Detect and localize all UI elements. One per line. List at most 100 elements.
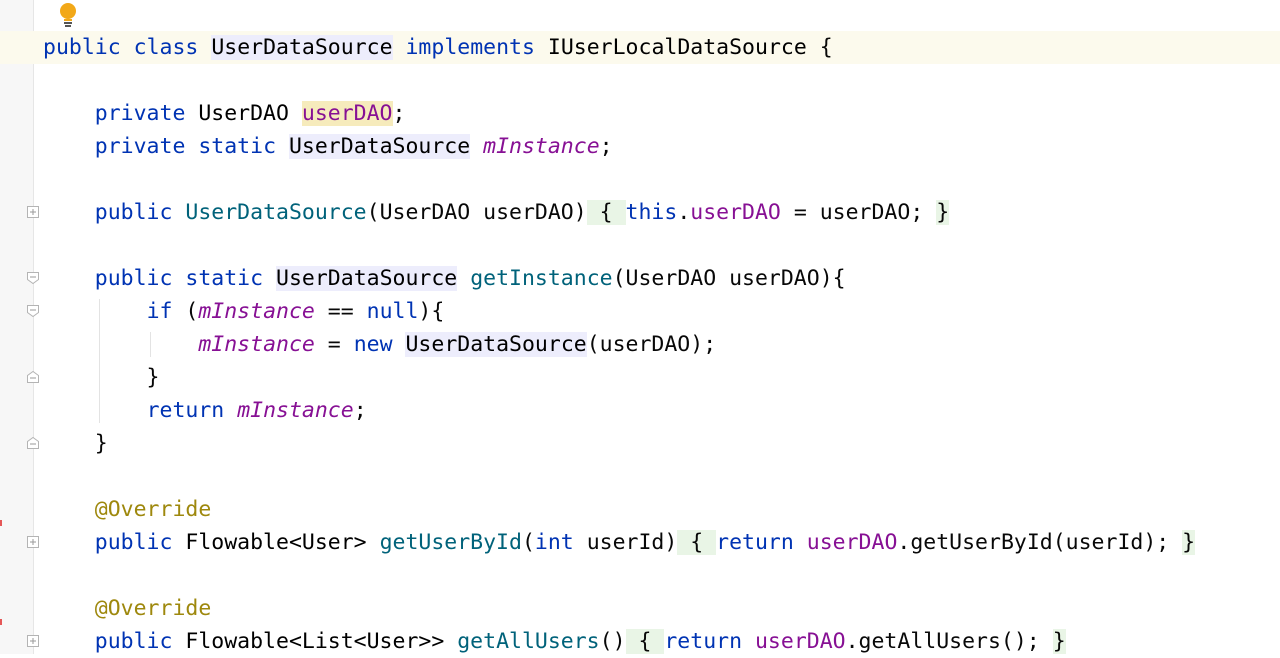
code-line[interactable]: } — [0, 361, 1280, 394]
code-token: mInstance — [198, 299, 315, 324]
code-token: IUserLocalDataSource — [547, 35, 807, 60]
code-token: public — [43, 35, 121, 60]
code-token — [43, 101, 95, 126]
editor-gutter[interactable] — [0, 0, 34, 654]
code-line[interactable] — [0, 64, 1280, 97]
code-token: if — [146, 299, 173, 324]
code-line[interactable] — [0, 559, 1280, 592]
code-token: .getAllUsers(); — [845, 629, 1053, 654]
code-token: @Override — [94, 497, 212, 522]
code-token: return — [664, 629, 743, 654]
code-token: { — [806, 35, 833, 60]
code-token — [276, 134, 289, 159]
code-token: @Override — [94, 596, 212, 621]
code-token — [470, 134, 483, 159]
code-line-text: @Override — [43, 592, 212, 625]
code-token: userDAO — [806, 530, 898, 555]
fold-collapsed-icon[interactable] — [27, 536, 39, 548]
code-token: public — [94, 629, 173, 654]
code-token — [43, 200, 95, 225]
code-line-text: } — [43, 427, 108, 460]
code-line[interactable]: public UserDataSource(UserDAO userDAO) {… — [0, 196, 1280, 229]
code-token: ; — [392, 101, 406, 126]
lightbulb-icon[interactable] — [59, 2, 77, 28]
code-token — [43, 266, 95, 291]
code-token: ){ — [418, 299, 445, 324]
code-line[interactable]: if (mInstance == null){ — [0, 295, 1280, 328]
code-token: public — [94, 200, 173, 225]
code-token: () — [599, 629, 626, 654]
code-token — [794, 530, 807, 555]
code-token: this — [625, 200, 678, 225]
code-line[interactable] — [0, 460, 1280, 493]
code-token: UserDataSource — [288, 134, 471, 159]
code-line[interactable] — [0, 163, 1280, 196]
code-line[interactable]: public static UserDataSource getInstance… — [0, 262, 1280, 295]
code-token: Flowable<User> — [172, 530, 380, 555]
code-token: mInstance — [237, 398, 354, 423]
code-token: public — [94, 530, 173, 555]
code-line[interactable]: @Override — [0, 493, 1280, 526]
code-token — [742, 629, 755, 654]
gutter-error-marker[interactable] — [0, 520, 2, 526]
code-token: } — [1052, 629, 1066, 654]
code-token — [457, 266, 470, 291]
code-token: getInstance — [470, 266, 613, 291]
code-line[interactable]: return mInstance; — [0, 394, 1280, 427]
fold-collapsed-icon[interactable] — [27, 635, 39, 647]
code-line-text: mInstance = new UserDataSource(userDAO); — [43, 328, 716, 361]
code-line[interactable]: public Flowable<List<User>> getAllUsers(… — [0, 625, 1280, 658]
code-token: static — [198, 134, 277, 159]
code-line[interactable] — [0, 229, 1280, 262]
code-token: = — [314, 332, 354, 357]
code-token — [43, 332, 198, 357]
code-line[interactable]: private UserDAO userDAO; — [0, 97, 1280, 130]
code-line[interactable]: public Flowable<User> getUserById(int us… — [0, 526, 1280, 559]
code-token: (UserDAO userDAO) — [366, 200, 587, 225]
fold-end-icon[interactable] — [27, 437, 39, 449]
code-line-text: public static UserDataSource getInstance… — [43, 262, 846, 295]
code-token — [263, 266, 276, 291]
code-line[interactable]: @Override — [0, 592, 1280, 625]
code-token: (userDAO); — [586, 332, 717, 357]
code-token: } — [43, 365, 160, 390]
code-token: getUserById — [379, 530, 522, 555]
code-token: UserDAO — [185, 101, 302, 126]
code-line-text: @Override — [43, 493, 212, 526]
code-line[interactable]: } — [0, 427, 1280, 460]
code-line-text: private UserDAO userDAO; — [43, 97, 405, 130]
code-line-text: return mInstance; — [43, 394, 367, 427]
code-token — [393, 35, 406, 60]
fold-collapsed-icon[interactable] — [27, 206, 39, 218]
code-token — [185, 134, 198, 159]
code-token: } — [1182, 530, 1196, 555]
code-token: .getUserById(userId); — [897, 530, 1183, 555]
code-token — [172, 200, 185, 225]
code-token: getAllUsers — [457, 629, 600, 654]
fold-start-icon[interactable] — [27, 272, 39, 284]
fold-start-icon[interactable] — [27, 305, 39, 317]
code-line-text: public class UserDataSource implements I… — [43, 31, 833, 64]
code-token: { — [625, 629, 665, 654]
gutter-error-marker[interactable] — [0, 619, 2, 625]
code-line-text: private static UserDataSource mInstance; — [43, 130, 613, 163]
code-token — [43, 398, 147, 423]
code-token — [43, 596, 95, 621]
code-token — [172, 266, 185, 291]
code-token: new — [353, 332, 393, 357]
code-token: UserDataSource — [211, 35, 393, 60]
code-token — [393, 332, 406, 357]
fold-end-icon[interactable] — [27, 371, 39, 383]
code-token: private — [94, 134, 186, 159]
code-token — [43, 530, 95, 555]
code-token: . — [677, 200, 691, 225]
code-token: private — [94, 101, 186, 126]
code-line[interactable]: private static UserDataSource mInstance; — [0, 130, 1280, 163]
code-line[interactable]: mInstance = new UserDataSource(userDAO); — [0, 328, 1280, 361]
code-token: mInstance — [198, 332, 315, 357]
code-token: } — [936, 200, 950, 225]
code-line[interactable]: public class UserDataSource implements I… — [0, 31, 1280, 64]
code-token — [43, 134, 95, 159]
code-token: userId) — [573, 530, 678, 555]
